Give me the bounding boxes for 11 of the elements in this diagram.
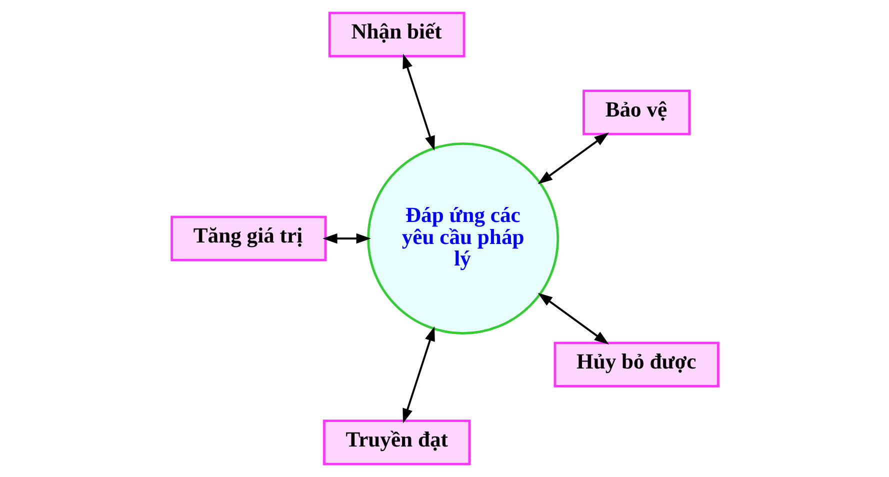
arrow bbox=[402, 326, 434, 424]
arrow bbox=[537, 132, 608, 184]
arrow bbox=[322, 233, 370, 244]
node-box: Nhận biết bbox=[328, 12, 465, 58]
arrow bbox=[402, 54, 434, 151]
node-circle: Đáp ứng các yêu cầu pháp lý bbox=[366, 142, 559, 335]
node-box: Hủy bỏ được bbox=[553, 342, 719, 388]
arrow bbox=[537, 292, 608, 344]
node-box: Truyền đạt bbox=[322, 420, 470, 466]
node-box: Bảo vệ bbox=[582, 90, 690, 136]
node-box: Tăng giá trị bbox=[170, 216, 326, 262]
